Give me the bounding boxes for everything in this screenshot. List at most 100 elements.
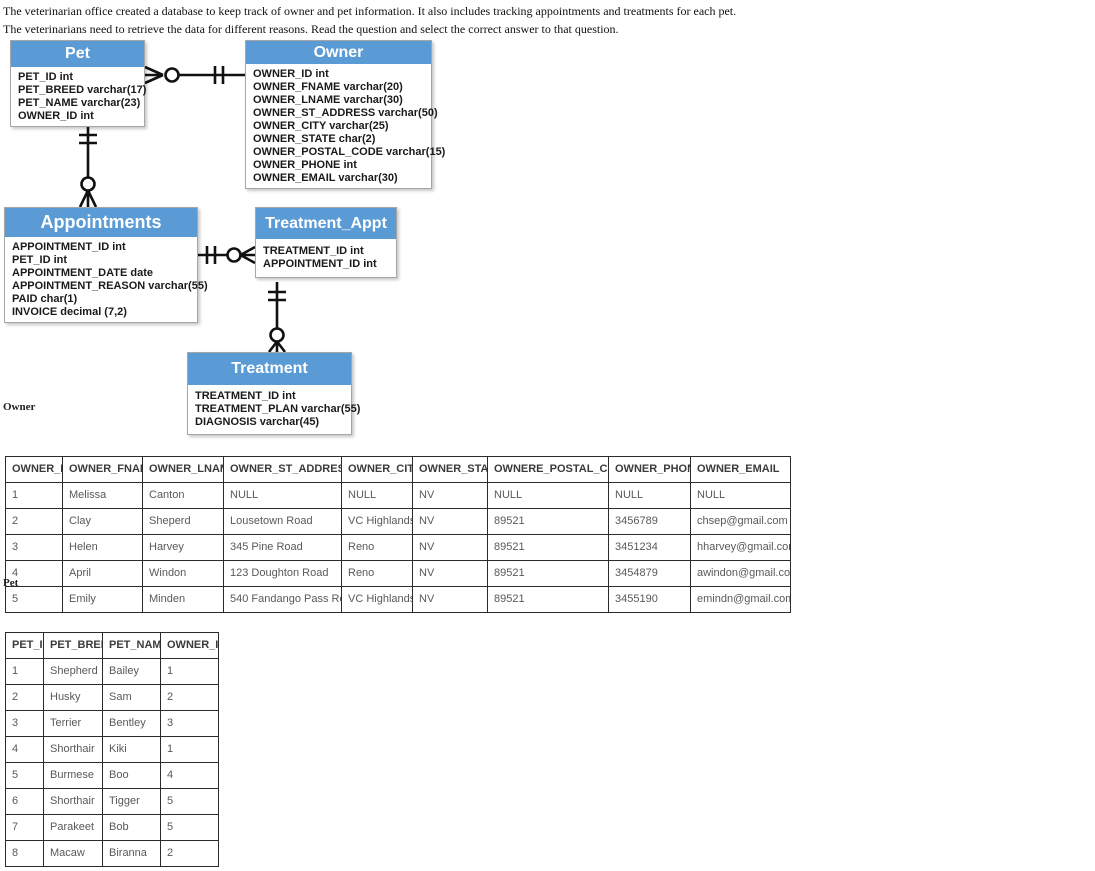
table-cell: Harvey <box>142 534 224 561</box>
table-cell: Shorthair <box>43 736 103 763</box>
table-cell: 2 <box>160 840 219 867</box>
table-cell: NULL <box>487 482 609 509</box>
owner-table-label: Owner <box>3 401 36 413</box>
table-cell: 5 <box>5 762 44 789</box>
table-cell: 8 <box>5 840 44 867</box>
table-cell: Minden <box>142 586 224 613</box>
entity-owner-title: Owner <box>246 41 431 64</box>
table-cell: awindon@gmail.com <box>690 560 791 587</box>
table-cell: 2 <box>160 684 219 711</box>
table-cell: Shorthair <box>43 788 103 815</box>
entity-field: OWNER_CITY varchar(25) <box>253 120 389 132</box>
table-cell: 5 <box>160 814 219 841</box>
intro-line-2: The veterinarians need to retrieve the d… <box>3 22 619 36</box>
table-cell: Reno <box>341 534 413 561</box>
table-cell: 4 <box>5 736 44 763</box>
table-cell: Melissa <box>62 482 143 509</box>
entity-field: OWNER_ID int <box>18 110 94 122</box>
table-cell: 1 <box>160 736 219 763</box>
table-cell: 3455190 <box>608 586 691 613</box>
table-cell: Helen <box>62 534 143 561</box>
table-cell: Macaw <box>43 840 103 867</box>
table-cell: 1 <box>5 482 63 509</box>
table-cell: 89521 <box>487 560 609 587</box>
pet-table-label: Pet <box>3 577 19 589</box>
column-header: OWNERE_POSTAL_CODE <box>487 456 609 483</box>
table-cell: 89521 <box>487 508 609 535</box>
entity-field: TREATMENT_ID int <box>195 390 296 402</box>
table-cell: NV <box>412 560 488 587</box>
relationship-owner-pet-connector <box>144 65 245 85</box>
table-cell: NULL <box>690 482 791 509</box>
entity-field: DIAGNOSIS varchar(45) <box>195 416 320 428</box>
table-cell: 540 Fandango Pass Road <box>223 586 342 613</box>
entity-treatment-title: Treatment <box>188 353 351 385</box>
table-cell: 3 <box>160 710 219 737</box>
entity-field: PET_ID int <box>18 71 74 83</box>
entity-field: PET_BREED varchar(17) <box>18 84 147 96</box>
column-header: OWNER_ID <box>5 456 63 483</box>
table-cell: 3 <box>5 534 63 561</box>
table-cell: 2 <box>5 684 44 711</box>
entity-field: OWNER_PHONE int <box>253 159 357 171</box>
entity-field: APPOINTMENT_DATE date <box>12 267 153 279</box>
table-cell: Bob <box>102 814 161 841</box>
table-cell: hharvey@gmail.com <box>690 534 791 561</box>
table-cell: 345 Pine Road <box>223 534 342 561</box>
table-cell: Clay <box>62 508 143 535</box>
table-cell: Husky <box>43 684 103 711</box>
entity-field: INVOICE decimal (7,2) <box>12 306 127 318</box>
entity-field: OWNER_POSTAL_CODE varchar(15) <box>253 146 446 158</box>
table-cell: VC Highlands <box>341 508 413 535</box>
table-cell: Windon <box>142 560 224 587</box>
table-cell: Tigger <box>102 788 161 815</box>
column-header: OWNER_FNAME <box>62 456 143 483</box>
table-cell: Kiki <box>102 736 161 763</box>
relationship-appointments-treatmentappt-connector <box>198 245 256 265</box>
entity-treatment-appt-title: Treatment_Appt <box>256 208 396 239</box>
column-header: OWNER_STATE <box>412 456 488 483</box>
intro-line-1: The veterinarian office created a databa… <box>3 4 737 18</box>
relationship-pet-appointments-connector <box>78 122 98 208</box>
table-cell: NV <box>412 508 488 535</box>
table-cell: NV <box>412 534 488 561</box>
entity-field: TREATMENT_ID int <box>263 245 364 257</box>
table-cell: 3 <box>5 710 44 737</box>
entity-pet-title: Pet <box>11 41 144 67</box>
column-header: OWNER_PHONE <box>608 456 691 483</box>
table-cell: VC Highlands <box>341 586 413 613</box>
pet-table: PET_IDPET_BREEDPET_NAMEOWNER_ID 1Shepher… <box>5 632 219 867</box>
column-header: PET_BREED <box>43 632 103 659</box>
table-cell: Bailey <box>102 658 161 685</box>
table-cell: emindn@gmail.com <box>690 586 791 613</box>
column-header: OWNER_CITY <box>341 456 413 483</box>
table-cell: Reno <box>341 560 413 587</box>
table-cell: NV <box>412 482 488 509</box>
table-cell: 5 <box>5 586 63 613</box>
table-cell: Sheperd <box>142 508 224 535</box>
table-cell: Biranna <box>102 840 161 867</box>
entity-field: OWNER_LNAME varchar(30) <box>253 94 403 106</box>
